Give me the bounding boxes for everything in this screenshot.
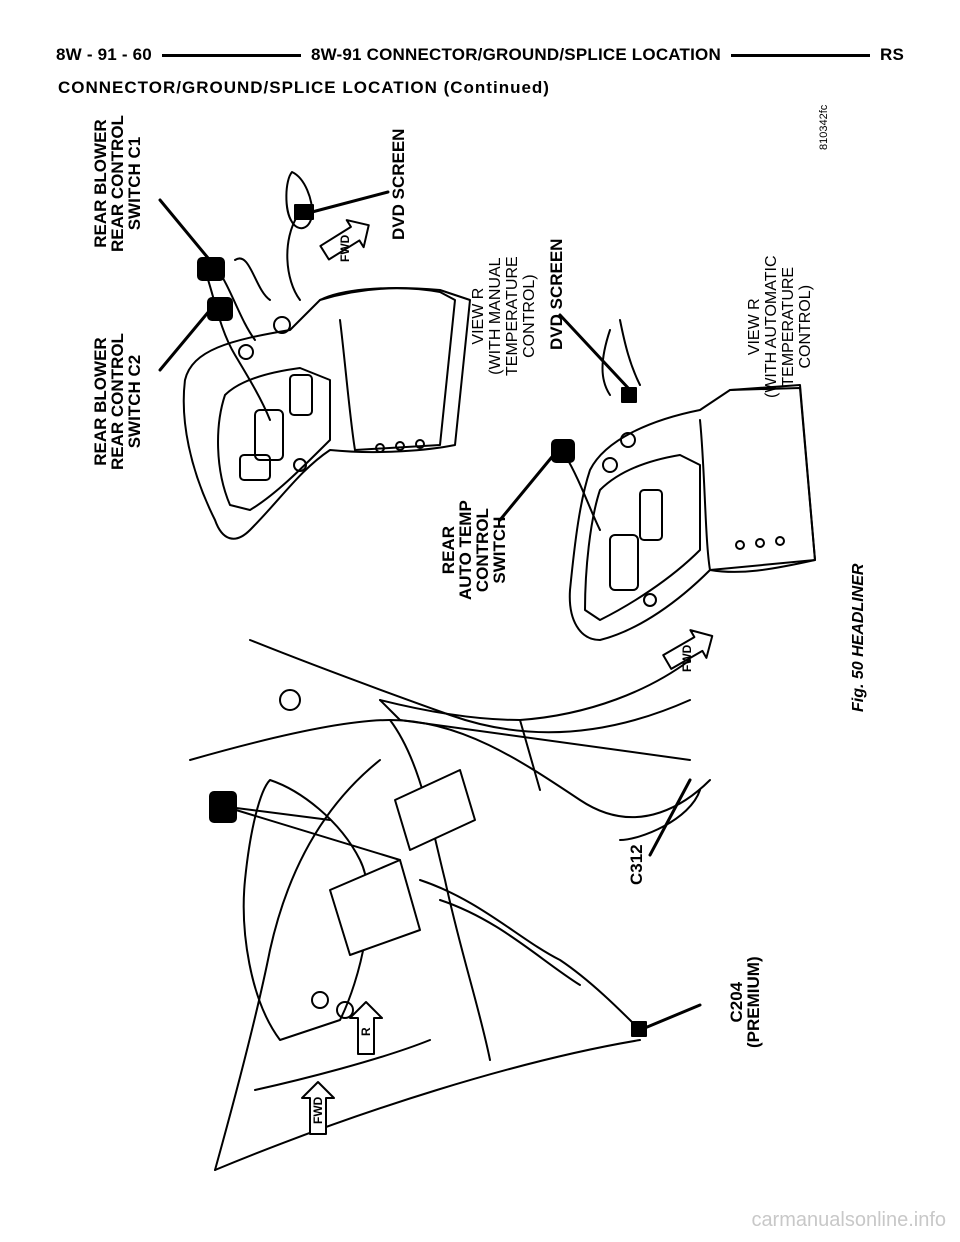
label-dvd-screen-top: DVD SCREEN [389, 128, 408, 240]
label-rear-auto-temp: REAR AUTO TEMP CONTROL SWITCH [439, 500, 509, 600]
page-header: 8W - 91 - 60 8W-91 CONNECTOR/GROUND/SPLI… [56, 44, 904, 66]
figure-code: 810342fc [818, 104, 830, 150]
section-title: 8W-91 CONNECTOR/GROUND/SPLICE LOCATION [310, 45, 721, 64]
headliner-illustration [189, 639, 711, 1171]
label-c204: C204 (PREMIUM) [727, 956, 763, 1048]
label-rear-blower-c2: REAR BLOWER REAR CONTROL SWITCH C2 [91, 333, 144, 470]
fwd-arrow-top [319, 219, 370, 261]
header-rule-left [161, 53, 301, 57]
console-manual-illustration [182, 171, 471, 540]
label-view-r-auto: VIEW R (WITH AUTOMATIC TEMPERATURE CONTR… [746, 255, 814, 398]
label-view-r-manual: VIEW R (WITH MANUAL TEMPERATURE CONTROL) [470, 256, 538, 376]
fwd-arrow-middle-label: FWD [680, 644, 694, 672]
leader-lines [158, 190, 702, 1032]
section-subheading: CONNECTOR/GROUND/SPLICE LOCATION (Contin… [58, 78, 550, 97]
fwd-arrow-top-label: FWD [338, 234, 352, 262]
fwd-arrow-bottom-label: FWD [311, 1096, 325, 1124]
fwd-arrow-bottom [301, 1081, 335, 1135]
console-auto-illustration [551, 319, 816, 641]
model-code: RS [879, 45, 904, 64]
watermark: carmanualsonline.info [751, 1209, 946, 1231]
label-c312: C312 [627, 844, 646, 885]
label-dvd-screen-bottom: DVD SCREEN [547, 238, 566, 350]
fwd-arrow-middle [662, 629, 714, 670]
page-number: 8W - 91 - 60 [56, 45, 152, 64]
r-arrow-label: R [359, 1027, 373, 1036]
header-rule-right [730, 53, 870, 57]
figure-caption: Fig. 50 HEADLINER [850, 563, 867, 712]
r-arrow [349, 1001, 383, 1055]
label-rear-blower-c1: REAR BLOWER REAR CONTROL SWITCH C1 [91, 115, 144, 252]
